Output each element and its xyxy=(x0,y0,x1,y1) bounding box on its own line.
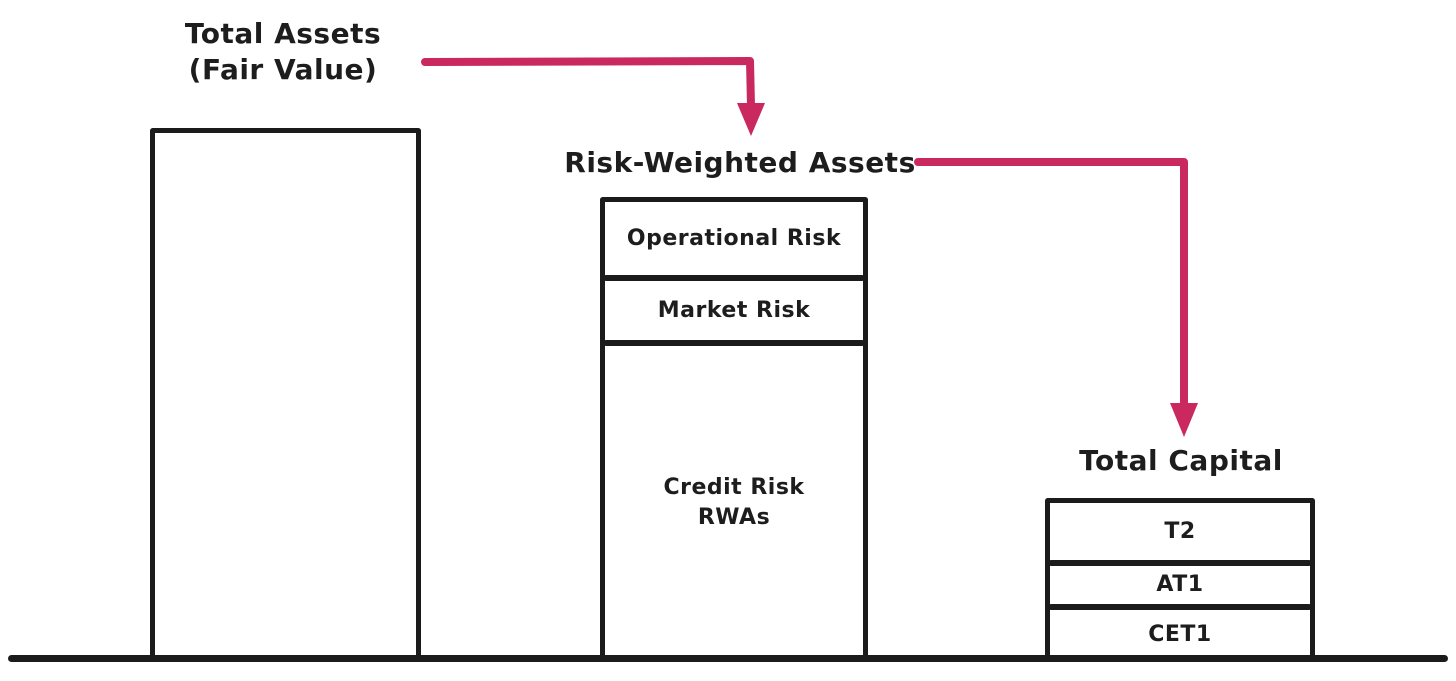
segment-at1: AT1 xyxy=(1156,572,1204,597)
total-assets-bar xyxy=(150,128,421,660)
total-capital-label: Total Capital xyxy=(1079,444,1283,477)
total-assets-label-line2: (Fair Value) xyxy=(188,53,378,86)
total-assets-label: Total Assets (Fair Value) xyxy=(133,16,433,88)
segment-operational-risk: Operational Risk xyxy=(626,225,842,251)
baseline xyxy=(8,655,1448,662)
segment-cet1: CET1 xyxy=(1148,622,1212,647)
total-capital-bar: T2 AT1 CET1 xyxy=(1045,498,1315,660)
segment-t2: T2 xyxy=(1164,518,1196,544)
segment-market-risk: Market Risk xyxy=(657,297,811,323)
risk-weighted-assets-label: Risk-Weighted Assets xyxy=(564,146,916,179)
total-capital-divider-1 xyxy=(1048,560,1312,566)
arrow-rwa-to-total-capital xyxy=(914,158,1198,437)
rwa-divider-1 xyxy=(603,275,865,281)
total-capital-divider-2 xyxy=(1048,604,1312,610)
risk-weighted-assets-bar: Operational Risk Market Risk Credit Risk… xyxy=(600,197,868,660)
rwa-divider-2 xyxy=(603,340,865,346)
arrow-total-assets-to-rwa xyxy=(421,57,765,136)
total-assets-label-line1: Total Assets xyxy=(184,17,382,50)
segment-credit-risk-rwas: Credit Risk RWAs xyxy=(663,475,805,530)
